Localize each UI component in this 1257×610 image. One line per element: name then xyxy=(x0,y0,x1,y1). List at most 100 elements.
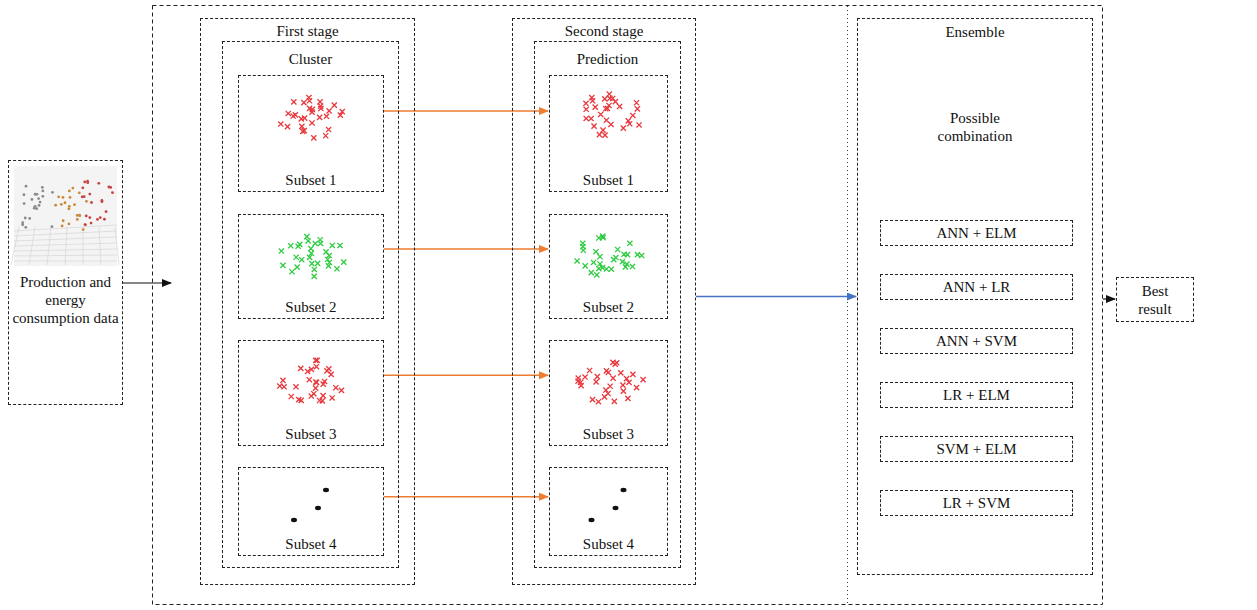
data-point xyxy=(76,218,79,221)
cluster-mark xyxy=(314,364,319,369)
cluster-mark xyxy=(603,387,608,392)
data-point xyxy=(83,195,86,198)
label-text: Production and energy consumption data xyxy=(12,273,120,327)
subset-box: Subset 2 xyxy=(238,214,384,319)
cluster-illustration xyxy=(239,341,385,421)
cluster-mark xyxy=(610,360,615,365)
cluster-mark xyxy=(313,385,318,390)
data-point xyxy=(38,204,41,207)
data-point xyxy=(23,202,26,205)
cluster-mark xyxy=(606,370,611,375)
data-point xyxy=(78,191,81,194)
data-point xyxy=(78,214,81,217)
data-point xyxy=(37,197,40,200)
cluster-mark xyxy=(317,99,322,104)
combination-box: ANN + LR xyxy=(880,274,1073,300)
data-point xyxy=(84,223,87,226)
data-point xyxy=(31,198,34,201)
cluster-mark xyxy=(307,377,312,382)
cluster-mark xyxy=(594,272,599,277)
data-point xyxy=(33,207,36,210)
data-point xyxy=(82,228,85,231)
cluster-mark xyxy=(285,124,290,129)
cluster-mark xyxy=(306,95,311,100)
heading-text: Second stage xyxy=(515,22,693,40)
label-text: LR + SVM xyxy=(883,494,1070,512)
heading-text: First stage xyxy=(203,22,412,40)
cluster-mark xyxy=(309,251,314,256)
cluster-mark xyxy=(627,241,632,246)
label-text: ANN + ELM xyxy=(883,224,1070,242)
data-point xyxy=(90,201,93,204)
data-point xyxy=(35,207,38,210)
cluster-mark xyxy=(593,249,598,254)
outlier-dot xyxy=(315,506,321,510)
grid-line xyxy=(83,227,84,265)
cluster-mark xyxy=(634,100,639,105)
label-text: ANN + SVM xyxy=(883,332,1070,350)
data-point xyxy=(62,196,65,199)
subset-box: Subset 4 xyxy=(238,467,384,556)
cluster-mark xyxy=(327,108,332,113)
cluster-mark xyxy=(635,252,640,257)
data-point xyxy=(68,205,71,208)
cluster-mark xyxy=(604,266,609,271)
cluster-mark xyxy=(314,380,319,385)
grid-line xyxy=(14,231,117,236)
cluster-mark xyxy=(288,243,293,248)
grid-line xyxy=(115,227,119,265)
cluster-mark xyxy=(322,379,327,384)
cluster-mark xyxy=(315,261,320,266)
scatter-illustration xyxy=(9,161,122,269)
cluster-mark xyxy=(320,393,325,398)
data-point xyxy=(41,190,44,193)
data-point xyxy=(39,201,42,204)
cluster-mark xyxy=(337,243,342,248)
cluster-mark xyxy=(311,135,316,140)
cluster-mark xyxy=(315,358,320,363)
data-point xyxy=(83,181,86,184)
cluster-mark xyxy=(596,235,601,240)
cluster-mark xyxy=(605,106,610,111)
cluster-mark xyxy=(624,376,629,381)
cluster-mark xyxy=(305,369,310,374)
cluster-mark xyxy=(583,263,588,268)
label-text: Subset 4 xyxy=(241,535,381,553)
cluster-mark xyxy=(625,252,630,257)
label-text: Subset 1 xyxy=(241,171,381,189)
cluster-mark xyxy=(630,372,635,377)
label-text: Best result xyxy=(1124,282,1186,318)
cluster-mark xyxy=(317,398,322,403)
outlier-illustration xyxy=(550,468,669,538)
cluster-mark xyxy=(289,269,294,274)
heading-text: Ensemble xyxy=(860,23,1090,41)
subset-box: Subset 3 xyxy=(238,340,384,446)
cluster-mark xyxy=(291,99,296,104)
label-text: Subset 3 xyxy=(241,425,381,443)
label-text: LR + ELM xyxy=(883,386,1070,404)
grid-line xyxy=(14,243,117,246)
flow-arrow xyxy=(696,296,856,298)
data-point xyxy=(41,186,44,189)
cluster-mark xyxy=(591,123,596,128)
cluster-mark xyxy=(602,96,607,101)
cluster-mark xyxy=(620,259,625,264)
cluster-mark xyxy=(326,127,331,132)
data-point xyxy=(86,180,89,183)
cluster-mark xyxy=(323,249,328,254)
grid-line xyxy=(14,237,117,241)
cluster-mark xyxy=(574,258,579,263)
flow-arrow xyxy=(384,110,548,112)
cluster-mark xyxy=(610,376,615,381)
label-text: Subset 2 xyxy=(552,298,665,316)
grid-line xyxy=(14,261,117,262)
combination-box: ANN + SVM xyxy=(880,328,1073,354)
cluster-mark xyxy=(611,257,616,262)
stage-box: First stageClusterSubset 1Subset 2Subset… xyxy=(200,18,415,585)
outlier-dot xyxy=(613,506,619,510)
cluster-mark xyxy=(598,112,603,117)
cluster-mark xyxy=(640,377,645,382)
data-point xyxy=(88,216,91,219)
cluster-mark xyxy=(620,383,625,388)
cluster-mark xyxy=(587,368,592,373)
